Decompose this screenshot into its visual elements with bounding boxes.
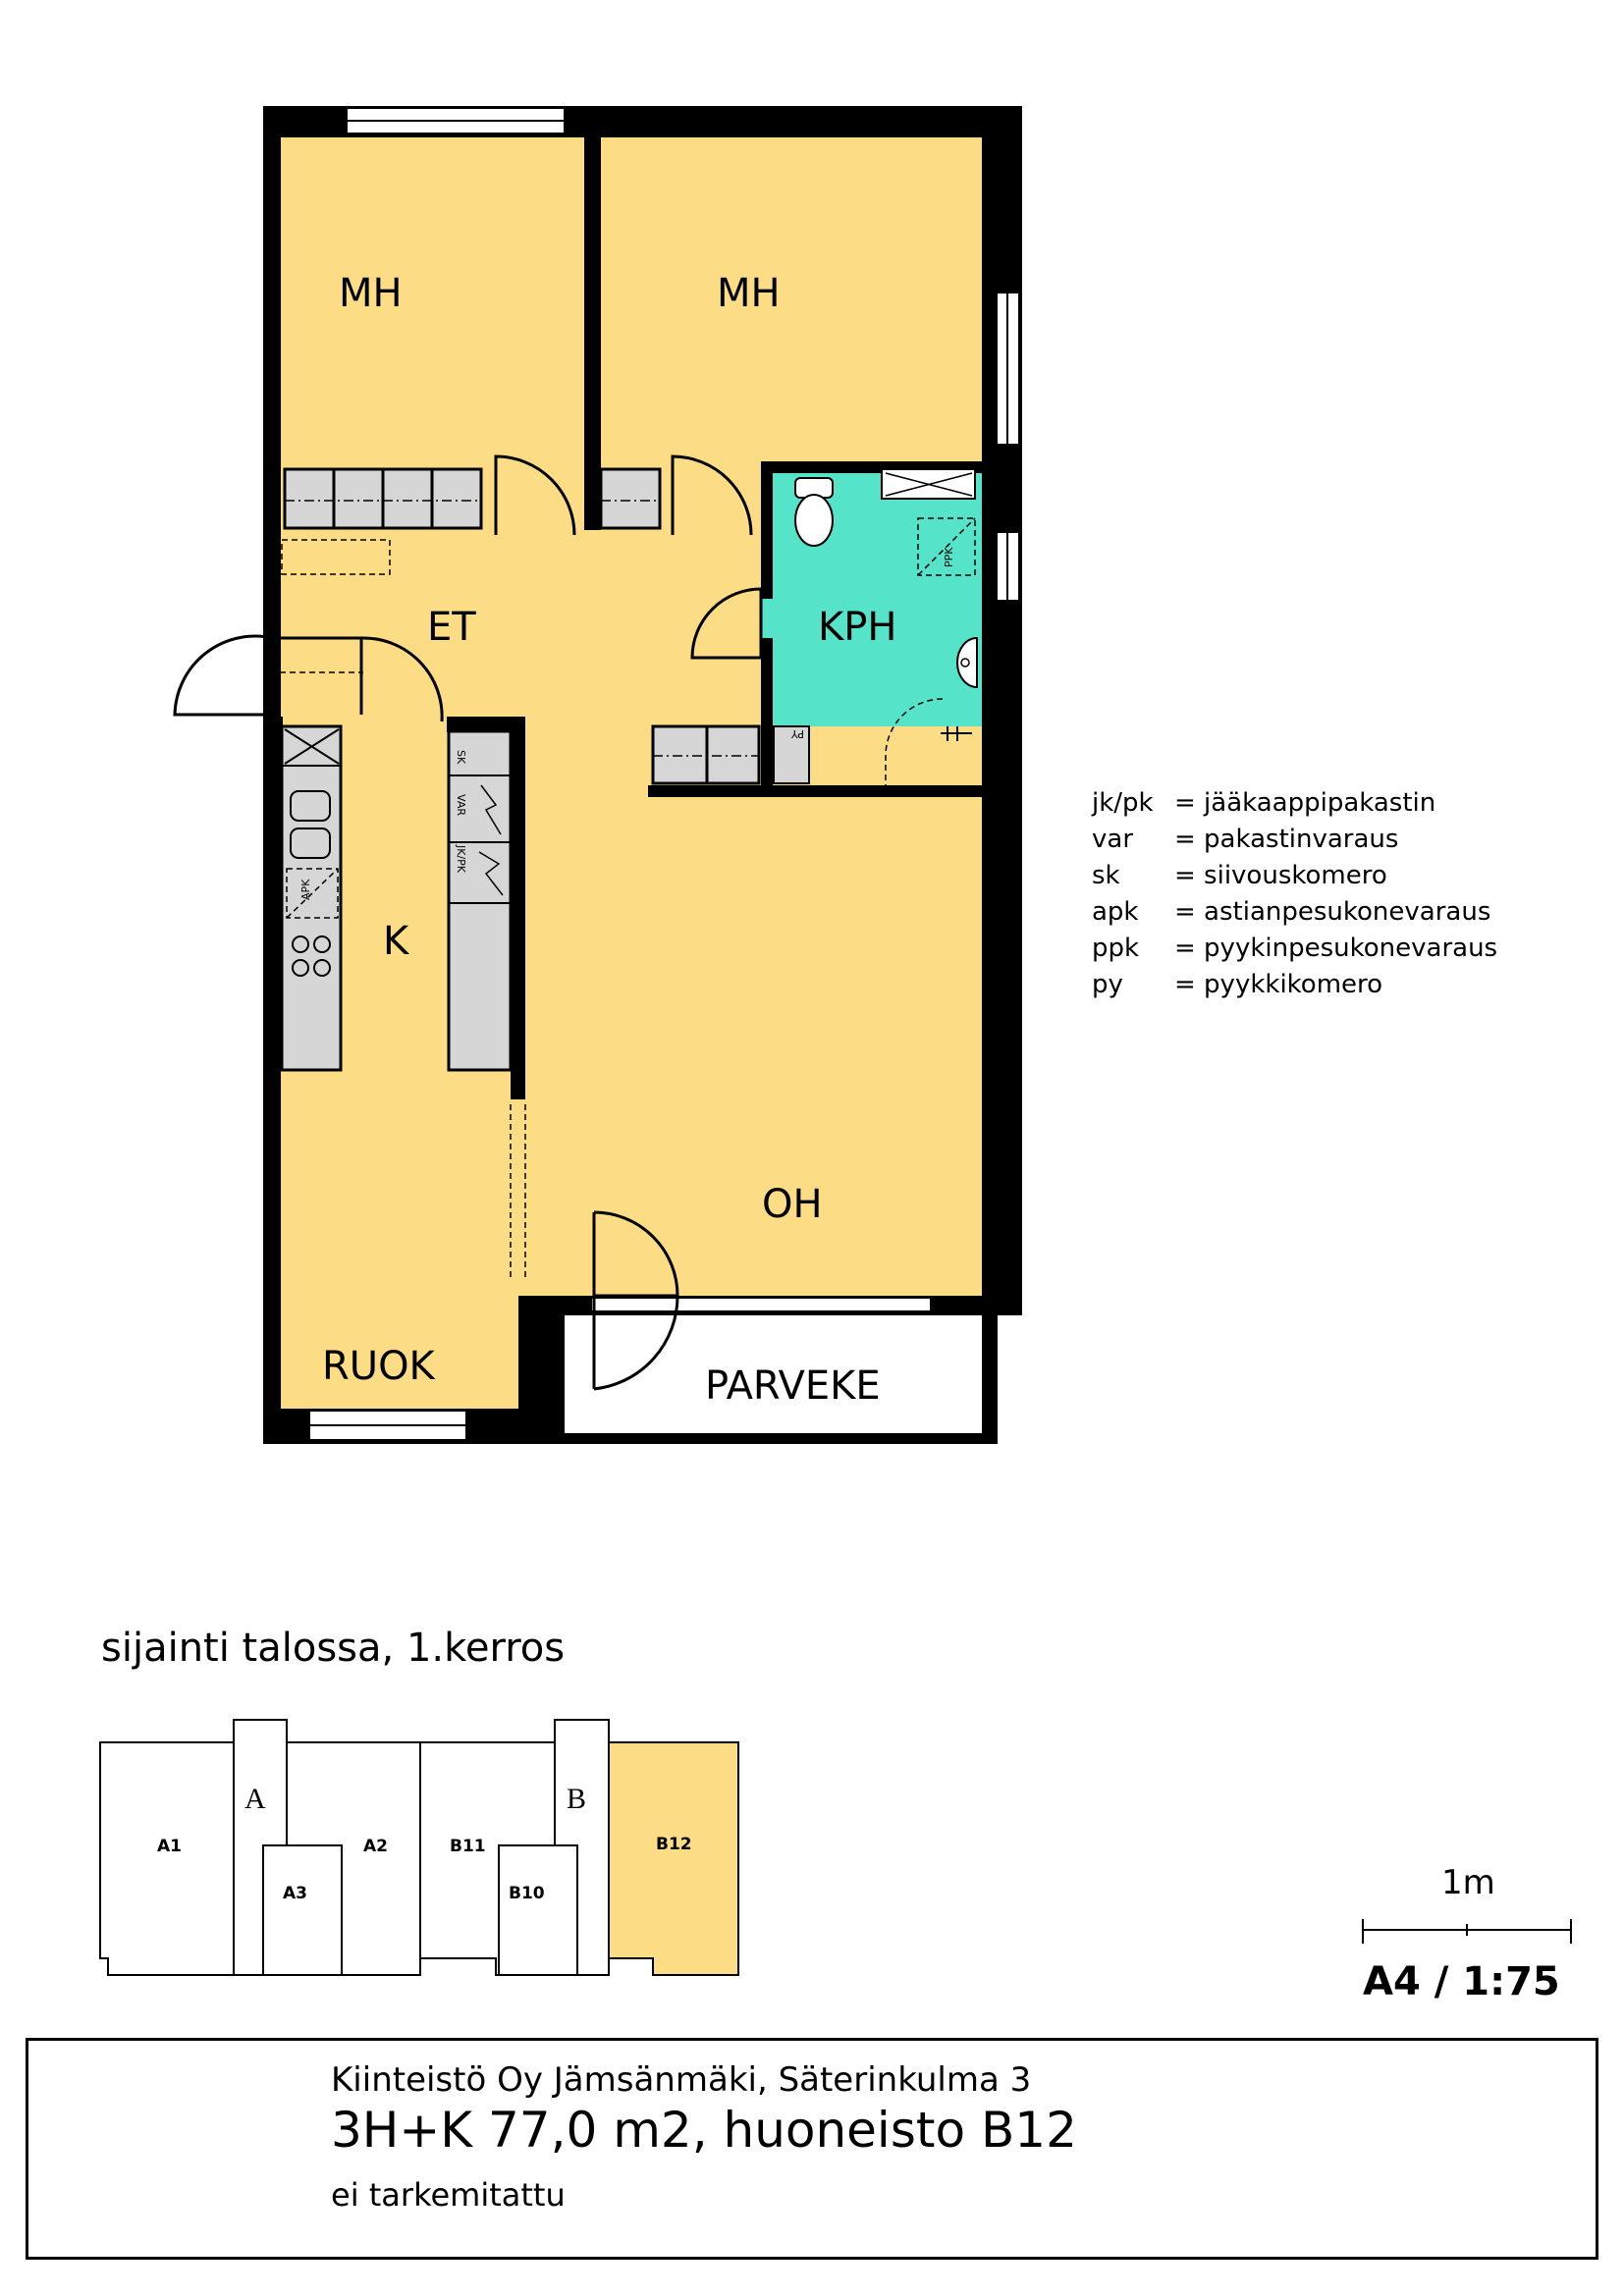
legend-abbr: jk/pk: [1092, 788, 1154, 818]
room-label-oh: OH: [762, 1182, 823, 1227]
room-label-k: K: [383, 919, 410, 964]
stair-label-a: A: [244, 1783, 266, 1815]
scale-bar: [1362, 1919, 1572, 1944]
legend-row: sk = siivouskomero: [1092, 858, 1497, 894]
room-floor-mh-1: [280, 137, 584, 461]
legend-desc: = astianpesukonevaraus: [1174, 897, 1491, 927]
legend-row: var = pakastinvaraus: [1092, 822, 1497, 858]
info-note: ei tarkemitattu: [331, 2176, 566, 2214]
interior-walls: [263, 137, 982, 1099]
unit-label-a1: A1: [157, 1837, 182, 1856]
label-ppk: PPK: [943, 547, 955, 567]
label-sk: SK: [455, 750, 467, 765]
unit-label-b10: B10: [509, 1884, 545, 1903]
doors: [173, 454, 763, 1391]
unit-label-a2: A2: [363, 1837, 388, 1856]
location-title: sijainti talossa, 1.kerros: [101, 1626, 566, 1671]
legend-row: apk = astianpesukonevaraus: [1092, 894, 1497, 931]
legend-abbr: apk: [1092, 897, 1139, 927]
room-label-parveke: PARVEKE: [705, 1363, 881, 1409]
room-floor-oh: [525, 726, 982, 1296]
legend-abbr: sk: [1092, 861, 1120, 890]
label-var: VAR: [455, 794, 467, 816]
legend-row: ppk = pyykinpesukonevaraus: [1092, 931, 1497, 967]
window-lines: [309, 120, 1008, 1426]
room-label-kph: KPH: [818, 605, 896, 650]
scale-ratio: A4 / 1:75: [1363, 1959, 1560, 2004]
location-key-plan: [99, 1719, 739, 1976]
unit-label-a3: A3: [283, 1884, 307, 1903]
room-label-mh-2: MH: [717, 271, 781, 316]
legend-abbr: py: [1092, 970, 1123, 999]
legend-desc: = pyykinpesukonevaraus: [1174, 934, 1498, 963]
legend-desc: = pyykkikomero: [1174, 970, 1383, 999]
kitchen-counter-left: APK: [280, 724, 343, 1072]
info-box: Kiinteistö Oy Jämsänmäki, Säterinkulma 3…: [26, 2038, 1598, 2260]
legend-abbr: ppk: [1092, 934, 1140, 963]
bathroom-fixtures: PPK: [794, 468, 978, 785]
closets-mh-1: [281, 467, 483, 575]
balcony-floor: [555, 1315, 982, 1433]
room-label-et: ET: [427, 605, 476, 650]
legend-row: jk/pk = jääkaappipakastin: [1092, 785, 1497, 822]
info-apartment: 3H+K 77,0 m2, huoneisto B12: [331, 2102, 1077, 2159]
legend: jk/pk = jääkaappipakastin var = pakastinva…: [1092, 785, 1497, 1003]
label-apk: APK: [299, 879, 312, 900]
room-floor-mh-2: [601, 137, 982, 461]
legend-desc: = siivouskomero: [1174, 861, 1387, 890]
stair-label-b: B: [567, 1783, 586, 1815]
kitchen-opening: [510, 1104, 526, 1281]
legend-abbr: var: [1092, 825, 1134, 854]
label-py: PY: [791, 727, 804, 740]
room-label-mh-1: MH: [339, 271, 403, 316]
unit-label-b11: B11: [450, 1837, 486, 1856]
scale-bar-label: 1m: [1441, 1863, 1495, 1902]
label-jkpk: JK/PK: [455, 844, 467, 874]
info-property: Kiinteistö Oy Jämsänmäki, Säterinkulma 3: [331, 2060, 1032, 2100]
legend-row: py = pyykkikomero: [1092, 967, 1497, 1003]
legend-desc: = pakastinvaraus: [1174, 825, 1399, 854]
closet-mh-2: [599, 467, 662, 530]
room-label-ruok: RUOK: [322, 1344, 437, 1389]
kitchen-counter-right: SK VAR JK/PK: [447, 729, 513, 1072]
legend-desc: = jääkaappipakastin: [1174, 788, 1436, 818]
unit-label-b12: B12: [656, 1835, 692, 1854]
closets-hall: PY: [651, 724, 810, 785]
